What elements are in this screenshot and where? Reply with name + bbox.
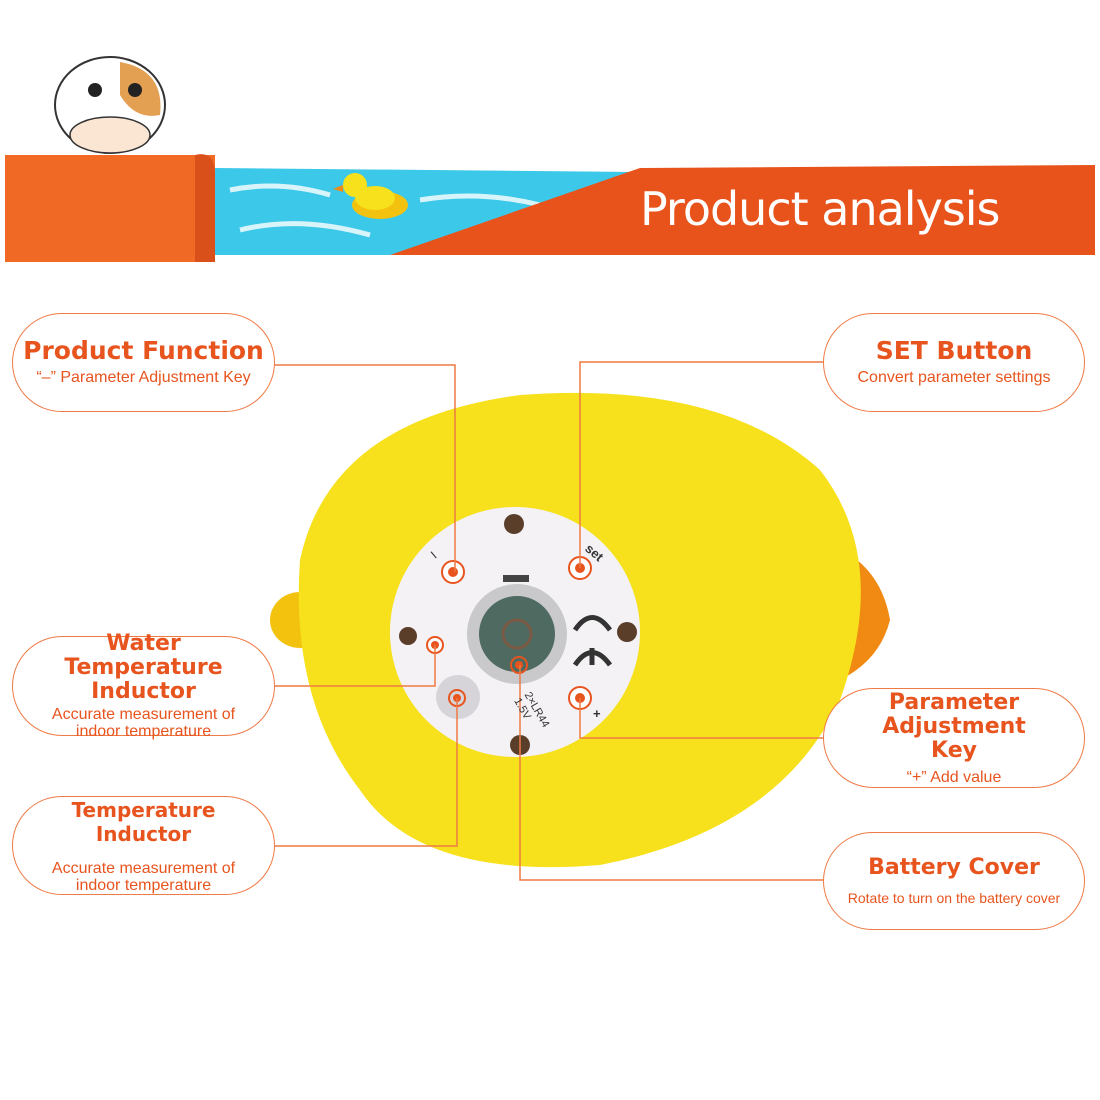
cow-mascot-icon	[54, 56, 166, 154]
callout-parameter-adjustment-key: Parameter Adjustment Key “+” Add value	[823, 688, 1085, 788]
banner-title: Product analysis	[640, 182, 1001, 236]
callout-set-button: SET Button Convert parameter settings	[823, 313, 1085, 412]
callout-subtitle: Convert parameter settings	[857, 369, 1051, 386]
callout-subtitle: “+” Add value	[906, 768, 1002, 786]
callout-temperature-inductor: Temperature Inductor Accurate measuremen…	[12, 796, 275, 895]
plus-mark: +	[593, 706, 601, 721]
callout-product-function: Product Function “–” Parameter Adjustmen…	[12, 313, 275, 412]
callout-title: Parameter Adjustment Key	[882, 689, 1026, 763]
rubber-duck-icon	[333, 173, 408, 219]
callout-subtitle: Rotate to turn on the battery cover	[847, 889, 1061, 906]
callout-battery-cover: Battery Cover Rotate to turn on the batt…	[823, 832, 1085, 930]
callout-title: Product Function	[23, 336, 264, 365]
callout-title: Battery Cover	[868, 854, 1040, 880]
banner	[5, 154, 1095, 262]
callout-title: Temperature Inductor	[71, 797, 216, 846]
callout-subtitle: Accurate measurement of indoor temperatu…	[51, 859, 236, 894]
callout-subtitle: “–” Parameter Adjustment Key	[36, 369, 251, 386]
callout-title: SET Button	[875, 336, 1033, 365]
callout-subtitle: Accurate measurement of indoor temperatu…	[51, 706, 236, 740]
duck-thermometer	[270, 392, 890, 868]
callout-water-temperature-inductor: Water Temperature Inductor Accurate meas…	[12, 632, 275, 740]
callout-title: Water Temperature Inductor	[64, 631, 223, 704]
leader-lines	[275, 361, 823, 881]
